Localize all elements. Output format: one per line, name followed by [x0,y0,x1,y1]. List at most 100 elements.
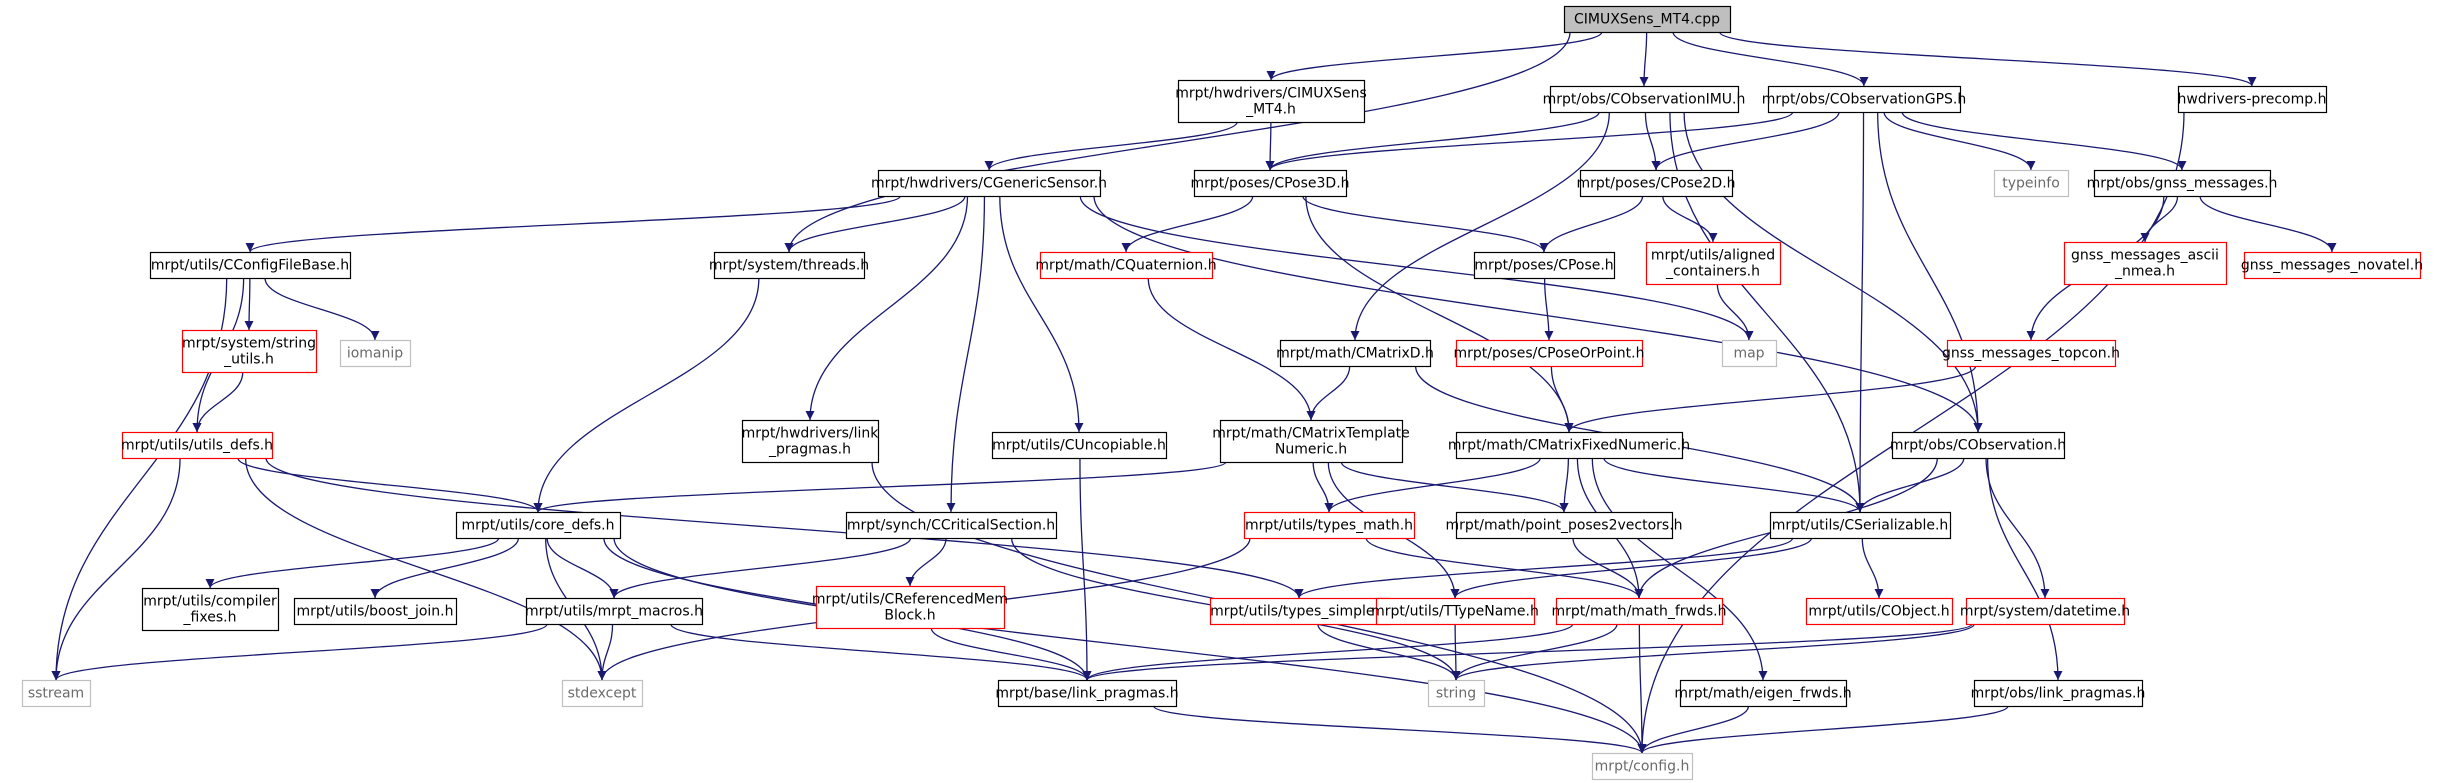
edge-aligned-containers-to-map [1716,283,1754,341]
node-box [21,679,92,708]
node-core-defs[interactable]: mrpt/utils/core_defs.h [455,511,622,540]
node-types-simple[interactable]: mrpt/utils/types_simple.h [1209,597,1390,626]
node-map: map [1721,339,1778,368]
node-uncopiable[interactable]: mrpt/utils/CUncopiable.h [991,431,1168,460]
node-label: mrpt/utils/CUncopiable.h [992,438,1166,454]
edge-generic-sensor-to-uncopiable [999,195,1084,433]
node-generic-sensor[interactable]: mrpt/hwdrivers/CGenericSensor.h [871,169,1107,198]
node-datetime[interactable]: mrpt/system/datetime.h [1960,597,2130,626]
node-gnss-novatel[interactable]: gnss_messages_novatel.h [2241,251,2423,280]
node-box [1563,5,1732,34]
node-gnss-topcon[interactable]: gnss_messages_topcon.h [1942,339,2120,368]
edge-generic-sensor-to-config-file-base [245,195,901,253]
node-math-frwds[interactable]: mrpt/math/math_frwds.h [1552,597,1727,626]
node-label: mrpt/math/CQuaternion.h [1035,258,1216,274]
node-box [1549,85,1740,114]
node-root[interactable]: CIMUXSens_MT4.cpp [1563,5,1732,34]
node-base-link-pragmas[interactable]: mrpt/base/link_pragmas.h [995,679,1179,708]
node-eigen-frwds[interactable]: mrpt/math/eigen_frwds.h [1674,679,1852,708]
node-cpose2d[interactable]: mrpt/poses/CPose2D.h [1576,169,1736,198]
edge-types-math-to-math-frwds [1365,537,1644,599]
node-box [1679,679,1848,708]
edge-cimux-h-to-generic-sensor [984,121,1238,171]
node-label: mrpt/poses/CPose2D.h [1576,176,1735,192]
node-compiler-fixes[interactable]: mrpt/utils/compiler_fixes.h [141,587,280,632]
node-matrix-fixed[interactable]: mrpt/math/CMatrixFixedNumeric.h [1448,431,1690,460]
node-label: _utils.h [223,352,274,368]
node-typeinfo: typeinfo [1993,169,2070,198]
node-label: mrpt/hwdrivers/CIMUXSens [1175,86,1367,102]
node-stdexcept: stdexcept [561,679,644,708]
node-obs-gps[interactable]: mrpt/obs/CObservationGPS.h [1762,85,1966,114]
edge-utils-defs-to-stdexcept [244,457,607,681]
node-box [1579,169,1734,198]
edge-obs-link-pragmas-to-config [1637,705,2009,754]
node-ttypename[interactable]: mrpt/utils/TTypeName.h [1371,597,1539,626]
edge-obs-gps-to-gnss-messages [1901,111,2187,171]
node-label: mrpt/utils/mrpt_macros.h [525,604,703,620]
node-types-math[interactable]: mrpt/utils/types_math.h [1243,511,1416,540]
node-label: iomanip [347,346,403,362]
node-cmatrixd[interactable]: mrpt/math/CMatrixD.h [1276,339,1434,368]
node-obs-link-pragmas[interactable]: mrpt/obs/link_pragmas.h [1971,679,2146,708]
node-point-poses2vectors[interactable]: mrpt/math/point_poses2vectors.h [1445,511,1683,540]
node-quaternion[interactable]: mrpt/math/CQuaternion.h [1035,251,1217,280]
node-mrpt-macros[interactable]: mrpt/utils/mrpt_macros.h [525,597,704,626]
node-box [1721,339,1778,368]
node-aligned-containers[interactable]: mrpt/utils/aligned_containers.h [1645,241,1782,286]
node-string-utils[interactable]: mrpt/system/string_utils.h [181,329,318,374]
edge-obs-gps-to-cserializable [1855,111,1865,513]
node-cpose[interactable]: mrpt/poses/CPose.h [1473,251,1616,280]
edge-types-simple-to-string [1317,623,1461,681]
node-box [877,169,1102,198]
node-utils-defs[interactable]: mrpt/utils/utils_defs.h [121,431,274,460]
node-cserializable[interactable]: mrpt/utils/CSerializable.h [1769,511,1952,540]
node-label: mrpt/utils/boost_join.h [297,604,454,620]
node-gnss-messages[interactable]: mrpt/obs/gnss_messages.h [2087,169,2278,198]
node-boost-join[interactable]: mrpt/utils/boost_join.h [293,597,458,626]
node-hw-link-pragmas[interactable]: mrpt/hwdrivers/link_pragmas.h [742,419,880,464]
node-threads[interactable]: mrpt/system/threads.h [709,251,869,280]
node-config-file-base[interactable]: mrpt/utils/CConfigFileBase.h [149,251,352,280]
node-box [1455,431,1684,460]
node-label: mrpt/utils/CSerializable.h [1772,518,1949,534]
node-label: mrpt/system/threads.h [709,258,869,274]
edge-math-frwds-to-config [1637,623,1647,754]
node-label: mrpt/math/math_frwds.h [1552,604,1727,620]
node-box [1769,511,1952,540]
node-box [339,339,412,368]
edge-datetime-to-string [1451,623,1975,681]
edge-ttypename-to-string [1451,623,1461,681]
node-label: mrpt/utils/types_math.h [1245,518,1413,534]
node-label: Block.h [884,608,935,624]
node-obs-imu[interactable]: mrpt/obs/CObservationIMU.h [1543,85,1746,114]
node-cobservation[interactable]: mrpt/obs/CObservation.h [1890,431,2066,460]
edge-obs-imu-to-cpose2d [1644,111,1661,171]
edge-obs-imu-to-cmatrixd [1350,111,1610,341]
edge-obs-imu-to-cpose3d [1265,111,1600,171]
node-box [1455,339,1644,368]
node-box [1209,597,1390,626]
node-box [525,597,704,626]
node-cimux-h[interactable]: mrpt/hwdrivers/CIMUXSens_MT4.h [1175,79,1367,124]
node-pose-or-point[interactable]: mrpt/poses/CPoseOrPoint.h [1454,339,1645,368]
node-label: gnss_messages_ascii [2071,248,2219,264]
node-box [1279,339,1432,368]
node-box [1805,597,1954,626]
edge-critical-section-to-mrpt-macros [609,537,912,599]
node-gnss-ascii[interactable]: gnss_messages_ascii_nmea.h [2063,241,2228,286]
edge-string-utils-to-utils-defs [192,371,244,433]
node-cpose3d[interactable]: mrpt/poses/CPose3D.h [1190,169,1350,198]
node-cobject[interactable]: mrpt/utils/CObject.h [1805,597,1954,626]
node-hw-precomp[interactable]: hwdrivers-precomp.h [2178,85,2328,114]
node-config: mrpt/config.h [1591,752,1694,781]
node-box [1427,679,1486,708]
edge-generic-sensor-to-map [1079,195,1754,341]
node-box [455,511,622,540]
edge-obs-gps-to-cobservation [1877,111,1983,433]
node-critical-section[interactable]: mrpt/synch/CCriticalSection.h [845,511,1058,540]
edge-gnss-messages-to-gnss-ascii [2140,195,2179,243]
edge-utils-defs-to-core-defs [237,457,543,513]
